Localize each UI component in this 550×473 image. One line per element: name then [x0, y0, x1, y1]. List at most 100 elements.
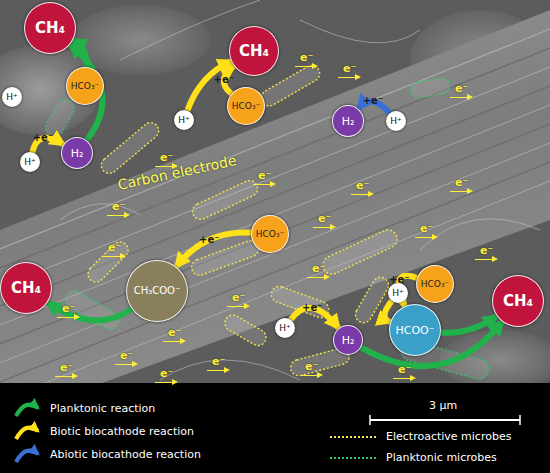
- molecule-label: H⁺: [390, 117, 402, 126]
- electroactive-microbes: [85, 63, 400, 378]
- legend-panel: [0, 383, 550, 473]
- molecule-label: HCO₃⁻: [421, 280, 450, 289]
- legend-arrow-sample: [16, 450, 38, 462]
- electron-gain-label: +e⁻: [214, 75, 234, 85]
- electron-label: e⁻: [455, 83, 468, 94]
- legend-text: Biotic biocathode reaction: [50, 426, 194, 437]
- electron-label: e⁻: [318, 213, 331, 224]
- electron-label: e⁻: [398, 364, 411, 375]
- fiber-stripe: [0, 86, 550, 306]
- microbe-outline: [85, 239, 132, 286]
- molecule-circle: HCO₃⁻: [227, 87, 265, 125]
- fiber-stripe: [0, 124, 550, 344]
- molecule-label: H⁺: [392, 289, 404, 298]
- reaction-arrow: [441, 316, 497, 333]
- molecule-circle: CH₄: [492, 275, 544, 327]
- molecule-circle: H₂: [332, 105, 364, 137]
- molecule-label: H⁺: [279, 324, 291, 333]
- molecule-circle: H⁺: [20, 152, 40, 172]
- electron-label: e⁻: [305, 361, 318, 372]
- molecule-circle: H⁺: [2, 87, 22, 107]
- electron-label: e⁻: [356, 180, 369, 191]
- planktonic-microbes: [42, 77, 491, 382]
- electron-label: e⁻: [112, 201, 125, 212]
- electron-label: e⁻: [120, 350, 133, 361]
- molecule-circle: H⁺: [275, 318, 295, 338]
- reaction-arrow: [187, 61, 231, 110]
- molecule-circle: H₂: [333, 325, 363, 355]
- molecule-label: HCO₃⁻: [256, 230, 285, 239]
- scale-tick: [369, 415, 371, 425]
- electron-label: e⁻: [455, 177, 468, 188]
- molecule-label: CH₄: [239, 44, 269, 59]
- molecule-label: HCO₃⁻: [71, 82, 100, 91]
- molecule-circle: CH₄: [0, 262, 52, 314]
- electron-label: e⁻: [160, 368, 173, 379]
- reaction-arrow: [48, 303, 132, 321]
- microbe-outline: [353, 274, 392, 325]
- molecule-circle: CH₃COO⁻: [126, 260, 188, 322]
- legend-text: Planktonic reaction: [50, 403, 155, 414]
- electron-label: e⁻: [258, 170, 271, 181]
- molecule-circle: HCO₃⁻: [251, 215, 289, 253]
- molecule-label: CH₄: [11, 281, 41, 296]
- scale-label: 3 µm: [429, 400, 457, 411]
- molecule-label: CH₃COO⁻: [134, 286, 181, 296]
- molecule-circle: CH₄: [229, 26, 279, 76]
- molecule-circle: H₂: [61, 137, 93, 169]
- molecule-label: H₂: [342, 116, 355, 127]
- fiber-stripe: [0, 105, 550, 325]
- scale-bar: [370, 419, 520, 421]
- microbe-outline: [320, 227, 400, 277]
- electron-gain-label: +e⁻: [363, 96, 383, 106]
- reaction-arrow: [176, 233, 251, 267]
- electron-label: e⁻: [108, 242, 121, 253]
- filament: [60, 0, 540, 380]
- molecule-circle: HCO₃⁻: [66, 67, 104, 105]
- molecule-circle: HCOO⁻: [389, 304, 441, 356]
- electron-gain-label: +e⁻: [302, 303, 322, 313]
- molecule-label: CH₄: [503, 294, 533, 309]
- molecule-circle: H⁺: [388, 283, 408, 303]
- electron-label: e⁻: [168, 327, 181, 338]
- microbe-outline: [98, 119, 162, 176]
- fiber-stripe: [0, 143, 550, 363]
- electron-label: e⁻: [232, 292, 245, 303]
- molecule-label: H⁺: [24, 158, 36, 167]
- microbe-outline: [222, 312, 269, 348]
- legend-text: Abiotic biocathode reaction: [50, 449, 201, 460]
- molecule-label: HCOO⁻: [395, 325, 434, 336]
- legend-line-sample: [330, 457, 376, 459]
- molecule-label: H₂: [71, 148, 84, 159]
- molecule-label: HCO₃⁻: [232, 102, 261, 111]
- microbe-outline: [409, 77, 451, 100]
- molecule-label: H₂: [342, 335, 355, 346]
- electron-gain-label: +e⁻: [389, 275, 409, 285]
- electron-label: e⁻: [62, 303, 75, 314]
- microbe-outline: [190, 178, 260, 222]
- legend-arrow-sample: [16, 427, 38, 439]
- legend-line-sample: [330, 436, 376, 438]
- molecule-circle: H⁺: [174, 110, 194, 130]
- molecule-label: H⁺: [6, 93, 18, 102]
- molecule-circle: HCO₃⁻: [416, 265, 454, 303]
- electron-label: e⁻: [420, 223, 433, 234]
- electron-gain-label: +e⁻: [33, 133, 53, 143]
- electron-label: e⁻: [343, 63, 356, 74]
- microbe-outline: [62, 287, 123, 333]
- molecule-label: H⁺: [178, 116, 190, 125]
- molecule-circle: CH₄: [24, 2, 76, 54]
- scale-tick: [519, 415, 521, 425]
- fiber-stripe: [0, 48, 550, 268]
- legend-arrow-sample: [16, 404, 38, 416]
- fiber-stripe: [0, 162, 550, 382]
- legend-text: Electroactive microbes: [386, 431, 511, 442]
- electron-label: e⁻: [312, 263, 325, 274]
- electron-gain-label: +e⁻: [199, 235, 219, 245]
- electron-label: e⁻: [300, 52, 313, 63]
- electron-label: e⁻: [160, 152, 173, 163]
- legend-text: Planktonic microbes: [386, 452, 497, 463]
- fiber-stripe: [0, 181, 550, 401]
